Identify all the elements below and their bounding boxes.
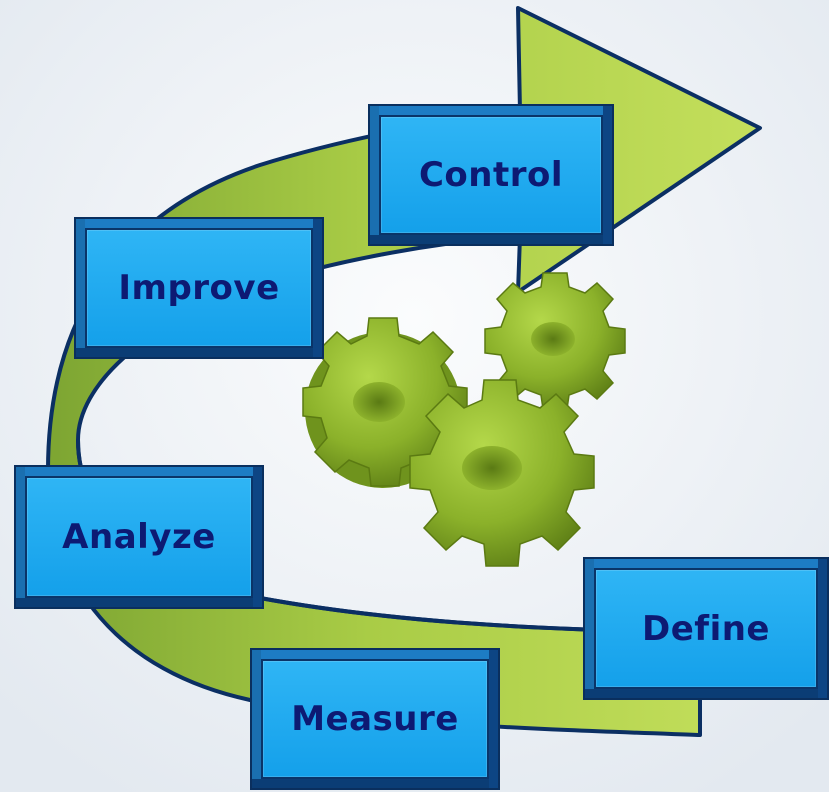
- gears-icon: [302, 272, 626, 567]
- step-measure-label: Measure: [291, 699, 459, 739]
- step-analyze-label: Analyze: [62, 517, 216, 557]
- step-improve-box: Improve: [74, 217, 324, 359]
- step-analyze-box: Analyze: [14, 465, 264, 609]
- gear-center: [409, 379, 595, 567]
- step-control-box: Control: [368, 104, 614, 246]
- step-improve-label: Improve: [118, 268, 280, 308]
- gear-left: [302, 317, 468, 488]
- step-define-box: Define: [583, 557, 829, 700]
- step-measure-box: Measure: [250, 648, 500, 790]
- step-define-label: Define: [642, 608, 770, 649]
- step-control-label: Control: [418, 155, 564, 195]
